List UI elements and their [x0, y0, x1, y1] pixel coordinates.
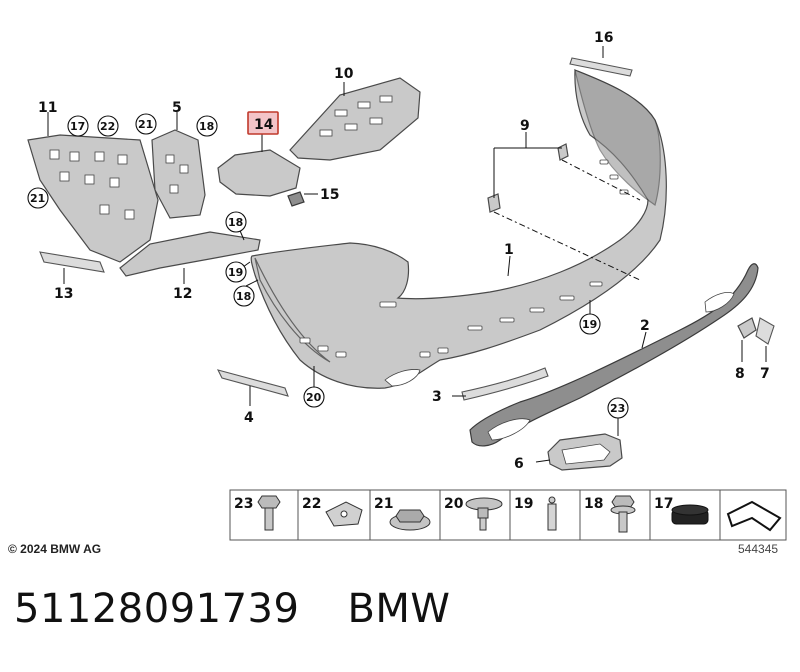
- flange-nut-icon: [389, 509, 431, 531]
- callouts: 10 16 9 1 2 8 7 3 4 6 12 13 11 5 15 14 1…: [27, 30, 770, 472]
- part-13-reflector: [39, 251, 105, 273]
- callout-20[interactable]: 20: [306, 391, 322, 404]
- rubber-pad-icon: [671, 504, 709, 525]
- highlight-box-14: [247, 111, 279, 135]
- legend-label-18: 18: [584, 496, 603, 512]
- part-12-lower-bracket: [119, 231, 261, 277]
- callout-11[interactable]: 11: [38, 100, 57, 116]
- part-2-diffuser-frame: [469, 263, 759, 447]
- callout-8[interactable]: 8: [735, 366, 745, 382]
- rivet-icon: [547, 496, 557, 531]
- copyright-text: © 2024 BMW AG: [8, 542, 102, 556]
- part-3-reflector-strip: [461, 367, 549, 401]
- callout-3[interactable]: 3: [432, 389, 442, 405]
- callout-18-a[interactable]: 18: [199, 120, 214, 133]
- leader-lines: [47, 46, 767, 463]
- callout-15[interactable]: 15: [320, 187, 339, 203]
- part-15-screw: [287, 191, 305, 207]
- part-10-upper-bracket: [289, 77, 421, 161]
- callout-18-c[interactable]: 18: [236, 290, 251, 303]
- callout-23[interactable]: 23: [610, 402, 625, 415]
- part-6-exhaust-tip: [547, 433, 623, 471]
- callout-5[interactable]: 5: [172, 100, 182, 116]
- legend-label-20: 20: [444, 496, 464, 512]
- callout-1[interactable]: 1: [504, 242, 514, 258]
- callout-22[interactable]: 22: [100, 120, 115, 133]
- callout-9[interactable]: 9: [520, 118, 530, 134]
- footer-caption: 51128091739 BMW: [14, 586, 450, 632]
- callout-4[interactable]: 4: [244, 410, 254, 426]
- part-4-side-reflector: [216, 369, 289, 397]
- washer-screw-icon: [465, 497, 503, 531]
- callout-2[interactable]: 2: [640, 318, 650, 334]
- callout-12[interactable]: 12: [173, 286, 192, 302]
- callout-19-a[interactable]: 19: [228, 266, 243, 279]
- arrow-symbol-icon: [726, 500, 782, 532]
- part-5-side-bracket: [151, 129, 206, 219]
- legend-label-19: 19: [514, 496, 533, 512]
- callout-17[interactable]: 17: [70, 120, 85, 133]
- fastener-legend: 23 22 21 20 19 18 17: [229, 489, 787, 541]
- bolt-icon: [257, 495, 281, 531]
- image-number: 544345: [738, 542, 779, 556]
- brand-name: BMW: [347, 586, 451, 632]
- part-14-bracket: [217, 149, 301, 197]
- legend-label-17: 17: [654, 496, 673, 512]
- callout-6[interactable]: 6: [514, 456, 524, 472]
- part-11-guide-bracket: [27, 134, 159, 263]
- legend-label-23: 23: [234, 496, 253, 512]
- callout-21-b[interactable]: 21: [138, 118, 153, 131]
- legend-label-22: 22: [302, 496, 321, 512]
- callout-21-a[interactable]: 21: [30, 192, 45, 205]
- clip-nut-icon: [325, 501, 363, 527]
- parts-diagram: 10 16 9 1 2 8 7 3 4 6 12 13 11 5 15 14 1…: [27, 30, 787, 541]
- callout-14[interactable]: 14: [254, 117, 274, 133]
- part-1-rear-bumper: [250, 69, 667, 389]
- part-16-trim-strip: [569, 57, 633, 77]
- callout-19-b[interactable]: 19: [582, 318, 597, 331]
- callout-13[interactable]: 13: [54, 286, 73, 302]
- part-7-bracket: [755, 317, 775, 345]
- callout-10[interactable]: 10: [334, 66, 354, 82]
- part-8-bracket: [737, 317, 757, 339]
- hex-bolt-icon: [610, 495, 636, 533]
- callout-16[interactable]: 16: [594, 30, 613, 46]
- callout-18-b[interactable]: 18: [228, 216, 243, 229]
- legend-label-21: 21: [374, 496, 393, 512]
- part-number: 51128091739: [14, 586, 300, 632]
- callout-7[interactable]: 7: [760, 366, 770, 382]
- part-9-clips: [487, 143, 569, 213]
